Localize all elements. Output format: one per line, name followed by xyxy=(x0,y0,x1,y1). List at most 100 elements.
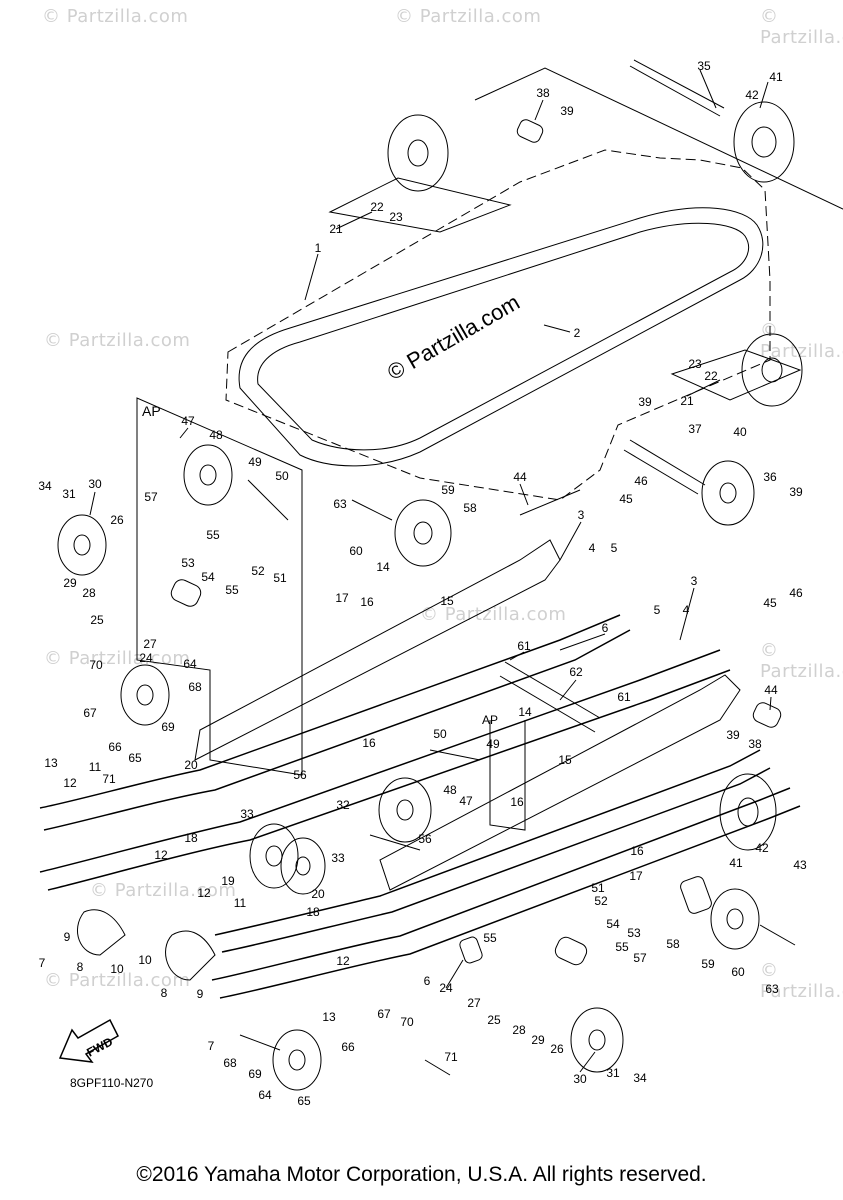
part-callout-32: 32 xyxy=(336,798,350,812)
part-callout-71: 71 xyxy=(102,772,116,786)
part-callout-23: 23 xyxy=(688,357,702,371)
part-callout-28: 28 xyxy=(82,586,96,600)
part-callout-64: 64 xyxy=(258,1088,272,1102)
part-callout-25: 25 xyxy=(90,613,104,627)
part-callout-30: 30 xyxy=(88,477,102,491)
part-callout-57: 57 xyxy=(633,951,647,965)
part-callout-54: 54 xyxy=(201,570,215,584)
part-callout-46: 46 xyxy=(789,586,803,600)
part-callout-66: 66 xyxy=(341,1040,355,1054)
part-callout-17: 17 xyxy=(629,869,643,883)
part-callout-42: 42 xyxy=(755,841,769,855)
part-callout-24: 24 xyxy=(139,651,153,665)
skid-guard xyxy=(165,930,216,981)
part-callout-70: 70 xyxy=(400,1015,414,1029)
part-callout-28: 28 xyxy=(512,1023,526,1037)
part-callout-50: 50 xyxy=(275,469,289,483)
part-callout-4: 4 xyxy=(588,541,596,555)
part-callout-22: 22 xyxy=(370,200,384,214)
part-callout-39: 39 xyxy=(789,485,803,499)
idler-wheel xyxy=(120,664,170,726)
part-callout-29: 29 xyxy=(531,1033,545,1047)
rear-axle-wheel xyxy=(733,101,795,183)
part-callout-17: 17 xyxy=(335,591,349,605)
part-callout-58: 58 xyxy=(463,501,477,515)
part-callout-45: 45 xyxy=(619,492,633,506)
part-callout-43: 43 xyxy=(793,858,807,872)
part-callout-54: 54 xyxy=(606,917,620,931)
part-callout-55: 55 xyxy=(483,931,497,945)
part-callout-26: 26 xyxy=(550,1042,564,1056)
watermark: © Partzilla.com xyxy=(42,6,189,27)
part-callout-23: 23 xyxy=(389,210,403,224)
part-callout-53: 53 xyxy=(627,926,641,940)
part-callout-18: 18 xyxy=(306,905,320,919)
part-callout-56: 56 xyxy=(418,832,432,846)
part-callout-39: 39 xyxy=(726,728,740,742)
part-callout-25: 25 xyxy=(487,1013,501,1027)
part-callout-66: 66 xyxy=(108,740,122,754)
watermark: © Partzilla.com xyxy=(395,6,542,27)
track-outline-dashed xyxy=(225,149,771,501)
part-callout-9: 9 xyxy=(63,930,71,944)
part-callout-16: 16 xyxy=(360,595,374,609)
shaft xyxy=(623,439,706,495)
part-callout-21: 21 xyxy=(680,394,694,408)
part-callout-31: 31 xyxy=(606,1066,620,1080)
watermark: © Partzilla.com xyxy=(44,970,191,991)
part-callout-50: 50 xyxy=(433,727,447,741)
part-callout-69: 69 xyxy=(161,720,175,734)
part-callout-15: 15 xyxy=(440,594,454,608)
part-callout-52: 52 xyxy=(251,564,265,578)
watermark: © Partzilla.com xyxy=(760,6,843,48)
part-callout-41: 41 xyxy=(729,856,743,870)
idler-wheel xyxy=(570,1007,624,1073)
rear-wheel xyxy=(719,773,777,851)
left-rail xyxy=(39,614,621,809)
part-callout-14: 14 xyxy=(376,560,390,574)
part-callout-27: 27 xyxy=(143,637,157,651)
part-callout-62: 62 xyxy=(569,665,583,679)
part-callout-60: 60 xyxy=(731,965,745,979)
part-callout-26: 26 xyxy=(110,513,124,527)
part-callout-40: 40 xyxy=(733,425,747,439)
part-callout-46: 46 xyxy=(634,474,648,488)
part-callout-30: 30 xyxy=(573,1072,587,1086)
part-callout-63: 63 xyxy=(765,982,779,996)
part-callout-33: 33 xyxy=(240,807,254,821)
skid-guard xyxy=(76,909,126,956)
rear-idler-wheel xyxy=(387,114,449,192)
part-callout-22: 22 xyxy=(704,369,718,383)
part-callout-9: 9 xyxy=(196,987,204,1001)
part-callout-58: 58 xyxy=(666,937,680,951)
part-callout-67: 67 xyxy=(83,706,97,720)
part-callout-37: 37 xyxy=(688,422,702,436)
part-callout-20: 20 xyxy=(184,758,198,772)
part-callout-47: 47 xyxy=(459,794,473,808)
part-callout-55: 55 xyxy=(615,940,629,954)
watermark: © Partzilla.com xyxy=(760,640,843,682)
part-callout-55: 55 xyxy=(225,583,239,597)
ap-label: AP xyxy=(142,403,161,419)
part-callout-47: 47 xyxy=(181,414,195,428)
part-callout-27: 27 xyxy=(467,996,481,1010)
part-callout-60: 60 xyxy=(349,544,363,558)
part-callout-13: 13 xyxy=(322,1010,336,1024)
fwd-arrow-icon xyxy=(58,1018,119,1063)
part-callout-63: 63 xyxy=(333,497,347,511)
part-callout-42: 42 xyxy=(745,88,759,102)
part-callout-51: 51 xyxy=(591,881,605,895)
idler-wheel xyxy=(57,514,107,576)
part-callout-7: 7 xyxy=(207,1039,215,1053)
part-callout-11: 11 xyxy=(233,896,247,910)
part-callout-14: 14 xyxy=(518,705,532,719)
part-callout-18: 18 xyxy=(184,831,198,845)
rear-idler-wheel xyxy=(741,333,803,407)
diagram-code: 8GPF110-N270 xyxy=(70,1076,154,1090)
part-callout-71: 71 xyxy=(444,1050,458,1064)
part-callout-2: 2 xyxy=(573,326,581,340)
part-callout-11: 11 xyxy=(88,760,102,774)
right-slide-arm xyxy=(379,674,741,891)
part-callout-8: 8 xyxy=(160,986,168,1000)
